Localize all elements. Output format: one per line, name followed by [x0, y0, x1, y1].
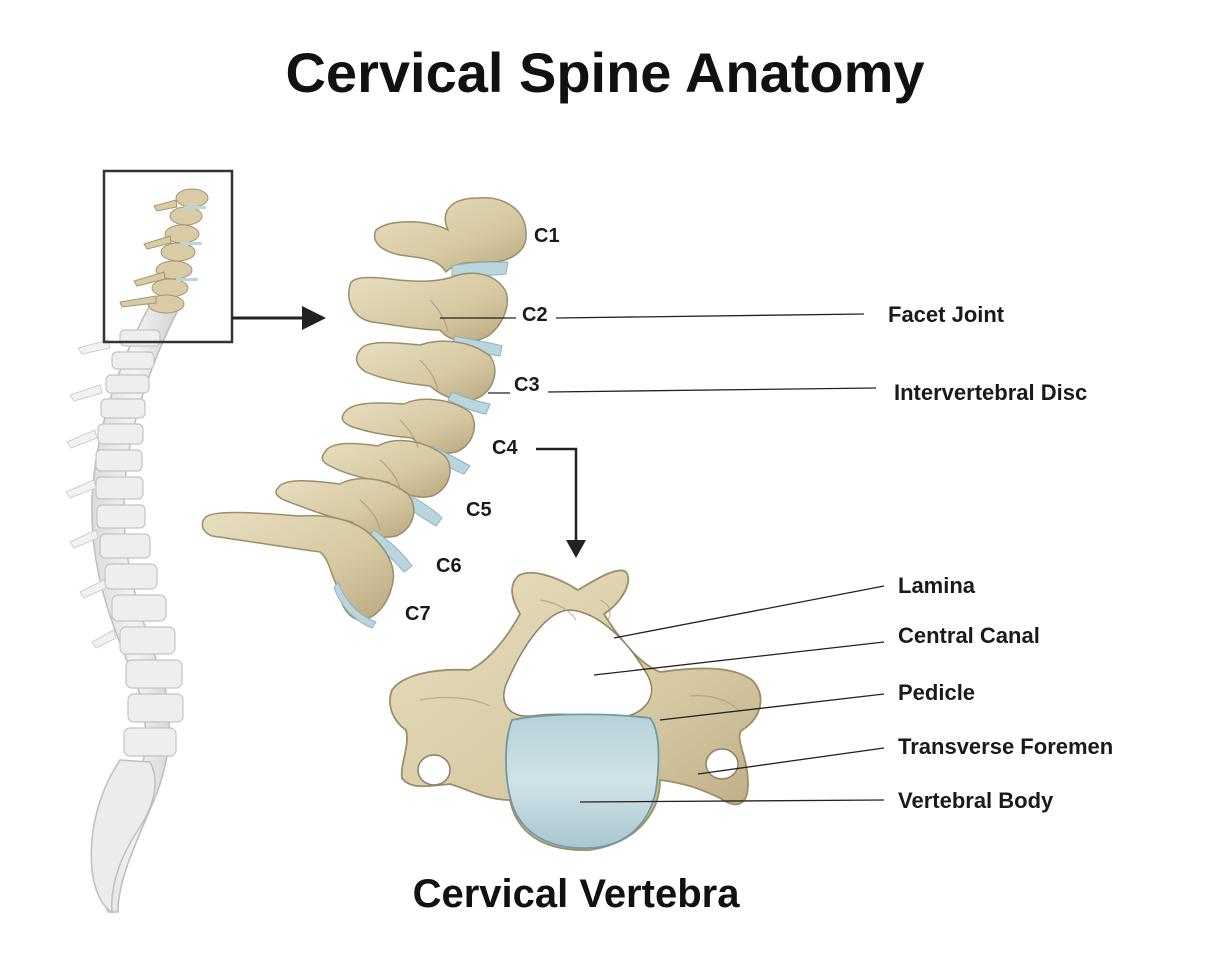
side-view-leaders — [440, 313, 877, 394]
label-c6: C6 — [436, 555, 462, 577]
cervical-vertebra-top-view — [389, 569, 762, 851]
cervical-highlight-box — [102, 169, 234, 344]
part-transverse-foramen: Transverse Foremen — [898, 734, 1113, 759]
callout-facet-joint: Facet Joint — [888, 302, 1005, 327]
part-central-canal: Central Canal — [898, 623, 1040, 648]
cervical-spine-side-view — [201, 197, 527, 629]
page-title: Cervical Spine Anatomy — [285, 41, 925, 104]
label-c4: C4 — [492, 437, 518, 459]
vertebra-labels: C1 C2 C3 C4 C5 C6 C7 — [405, 225, 560, 625]
label-c2: C2 — [522, 304, 548, 326]
label-c5: C5 — [466, 499, 492, 521]
label-c3: C3 — [514, 374, 540, 396]
label-c1: C1 — [534, 225, 560, 247]
vertebra-title: Cervical Vertebra — [412, 872, 740, 916]
part-vertebral-body: Vertebral Body — [898, 788, 1054, 813]
callout-intervertebral-disc: Intervertebral Disc — [894, 380, 1087, 405]
top-view-leaders — [579, 585, 885, 803]
c4-detail-arrow — [536, 447, 578, 542]
part-lamina: Lamina — [898, 573, 976, 598]
full-spine-illustration — [65, 304, 184, 914]
zoom-arrow-head — [302, 306, 326, 330]
label-c7: C7 — [405, 603, 431, 625]
part-pedicle: Pedicle — [898, 680, 975, 705]
c4-detail-arrow-head — [566, 540, 586, 558]
